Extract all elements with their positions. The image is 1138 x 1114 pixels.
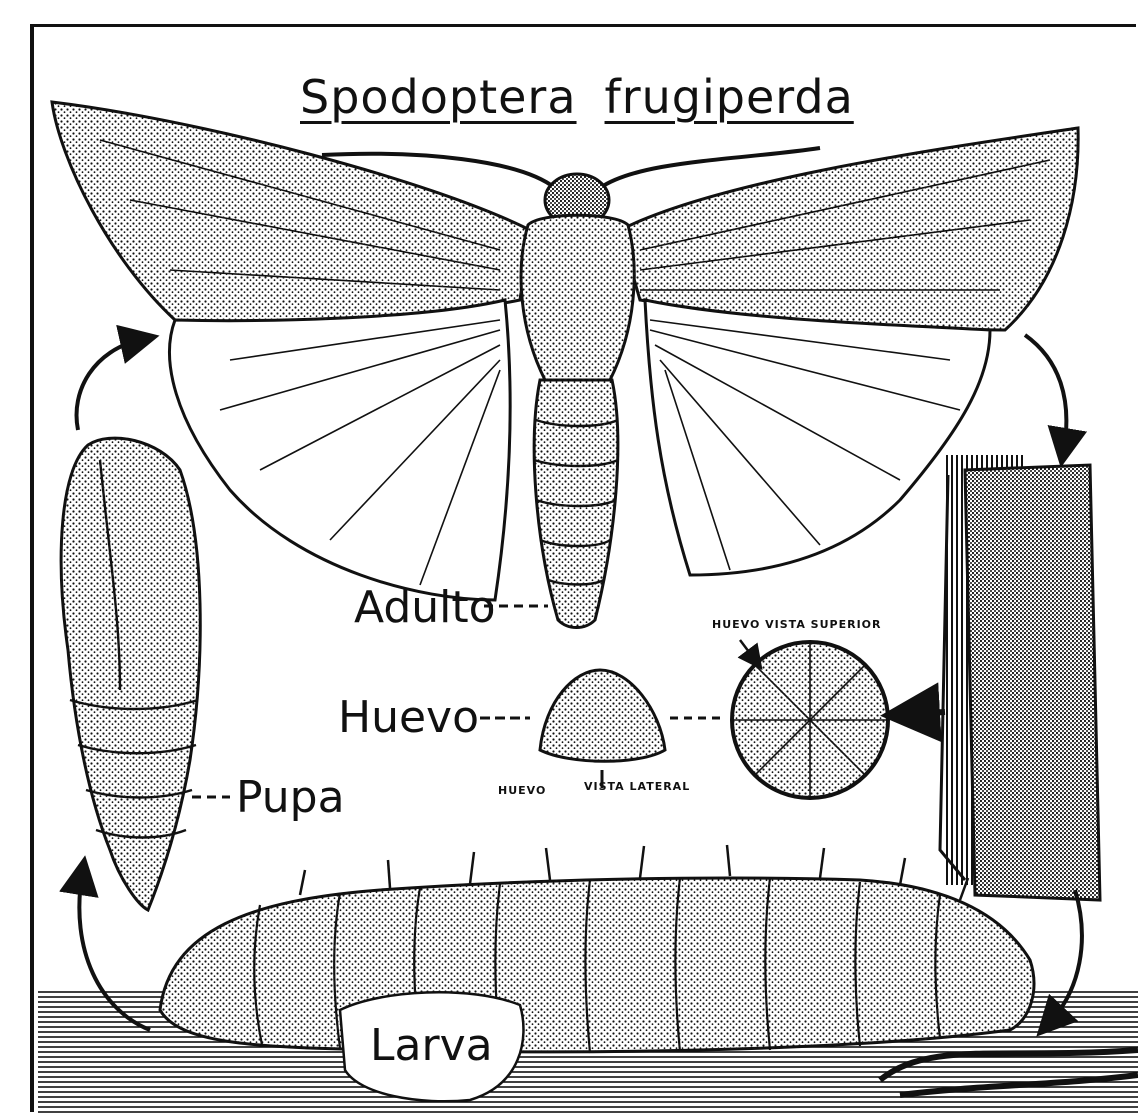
label-adult: Adulto <box>354 582 496 633</box>
moth-thorax <box>521 215 634 380</box>
egg-top-view <box>732 642 888 798</box>
label-egg-top-view: HUEVO VISTA SUPERIOR <box>712 618 882 631</box>
adult-moth <box>52 102 1078 628</box>
arrow-adult-to-eggs <box>1025 335 1066 448</box>
label-egg-side-view: VISTA LATERAL <box>584 780 690 793</box>
egg-side-view <box>540 670 665 761</box>
egg-views <box>480 640 945 798</box>
right-forewing <box>620 128 1078 330</box>
title-genus: Spodoptera <box>300 70 577 124</box>
left-forewing <box>52 102 530 324</box>
label-pupa: Pupa <box>236 772 345 823</box>
label-egg-side-word: HUEVO <box>498 784 546 797</box>
page-title: Spodoptera frugiperda <box>300 70 854 124</box>
pupa-illustration <box>61 438 200 910</box>
arrow-pupa-to-adult <box>77 340 140 430</box>
left-hindwing <box>170 300 511 600</box>
larva-illustration <box>38 845 1138 1114</box>
label-egg: Huevo <box>338 692 479 743</box>
label-larva: Larva <box>370 1020 493 1071</box>
egg-mass-illustration <box>940 455 1100 900</box>
title-species: frugiperda <box>605 70 854 124</box>
